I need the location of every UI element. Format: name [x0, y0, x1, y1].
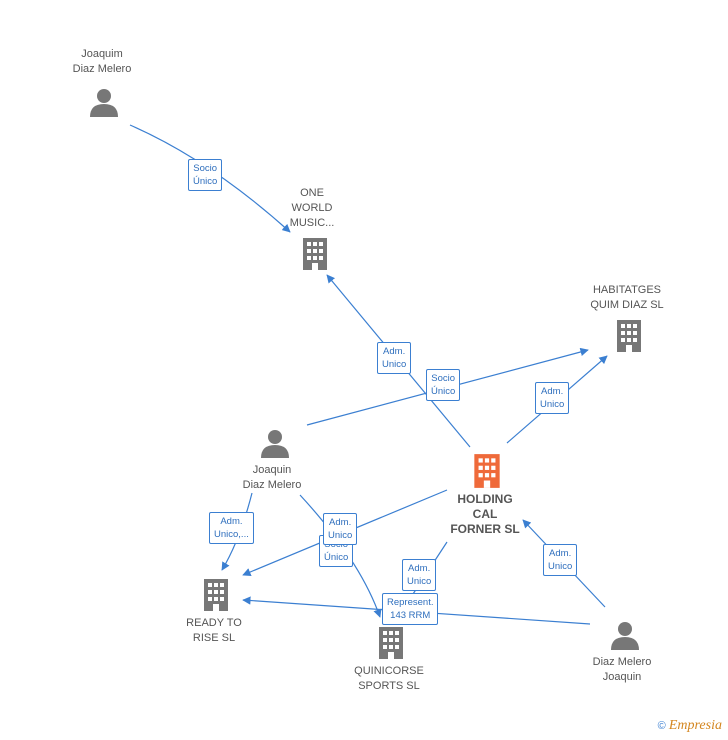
- footer-brand[interactable]: © Empresia: [658, 718, 722, 734]
- relation-badge[interactable]: Adm.Unico: [323, 513, 358, 545]
- building-icon[interactable]: [299, 236, 331, 272]
- relation-badge[interactable]: Adm.Unico: [535, 382, 570, 414]
- person-icon[interactable]: [610, 620, 640, 650]
- person-icon[interactable]: [260, 428, 290, 458]
- main-building-icon[interactable]: [470, 452, 504, 490]
- relation-badge[interactable]: Adm.Unico: [377, 342, 412, 374]
- brand-logo-text: Empresia: [668, 718, 722, 733]
- building-icon[interactable]: [375, 625, 407, 661]
- relation-badge[interactable]: Adm.Unico,...: [209, 512, 254, 544]
- building-icon[interactable]: [613, 318, 645, 354]
- relation-badge[interactable]: Adm.Unico: [402, 559, 437, 591]
- person-icon[interactable]: [89, 87, 119, 117]
- relation-badge[interactable]: Adm.Unico: [543, 544, 578, 576]
- relation-badge[interactable]: Represent.143 RRM: [382, 593, 439, 625]
- building-icon[interactable]: [200, 577, 232, 613]
- copyright-symbol: ©: [657, 720, 666, 732]
